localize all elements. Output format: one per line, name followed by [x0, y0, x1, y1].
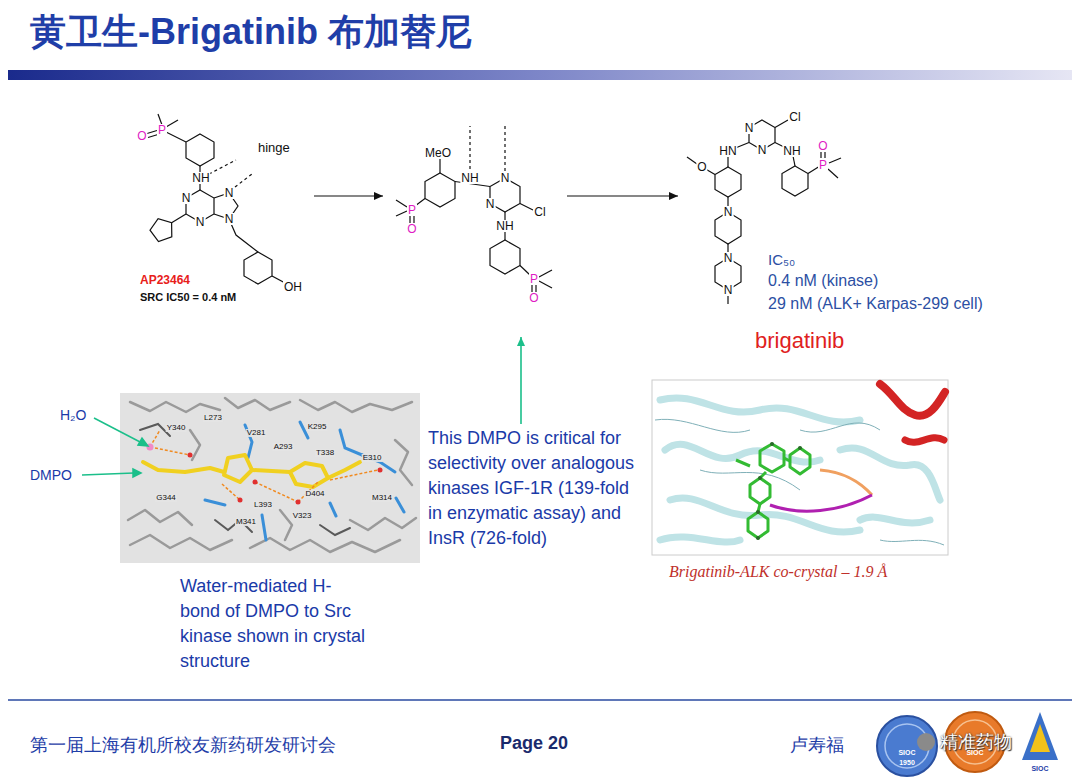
atom-label: O: [406, 223, 417, 235]
arrow-head: [669, 192, 678, 200]
label-text: G344: [155, 494, 177, 502]
label-text: D404: [304, 490, 325, 498]
atom-label: O: [696, 161, 707, 173]
label-text: SIOC: [966, 749, 983, 756]
atom-label: Cl: [788, 111, 801, 123]
logos: [877, 712, 1058, 776]
atom-label: Cl: [533, 206, 546, 218]
atom-label: MeO: [424, 147, 452, 159]
molecule-node: MeONHNNClNHPOPO: [385, 140, 565, 335]
atom-label: P: [157, 124, 167, 136]
label-text: M341: [235, 518, 257, 526]
caption-text: AP23464: [140, 273, 190, 287]
label-text: Y340: [166, 424, 187, 432]
label-text: T338: [315, 449, 335, 457]
label-text: SIOC: [1031, 765, 1048, 772]
atom-label: N: [723, 284, 734, 296]
atom-label: N: [757, 144, 768, 156]
arrow-head: [374, 192, 383, 200]
atom-label: O: [528, 292, 539, 304]
molecule-node: NClHNNNHOPONNNIC₅₀0.4 nM (kinase)29 nM (…: [680, 105, 1045, 360]
atom-label: N: [500, 172, 511, 184]
label-text: M314: [371, 494, 393, 502]
atom-label: N: [181, 192, 192, 204]
label-text: SIOC: [898, 749, 915, 756]
header-bar: [8, 70, 1072, 80]
atom-label: NH: [460, 172, 479, 184]
atom-label: N: [195, 216, 206, 228]
label-text: V281: [246, 429, 267, 437]
label-text: L273: [203, 414, 223, 422]
connector-line: [520, 337, 522, 424]
caption-text: SRC IC50 = 0.4 nM: [140, 291, 236, 303]
connector: [517, 337, 525, 424]
atom-label: P: [818, 159, 828, 171]
label-text: 1950: [899, 759, 915, 766]
atom-label: N: [744, 122, 755, 134]
label-text: Water-mediated H-bond of DMPO to Src kin…: [180, 574, 370, 674]
label-text: hinge: [258, 140, 290, 155]
label-text: 第一届上海有机所校友新药研发研讨会: [30, 733, 336, 757]
alk-crystal-image: [652, 380, 948, 555]
atom-label: P: [529, 273, 539, 285]
label-text: H₂O: [60, 407, 86, 423]
footer-rule: [8, 699, 1072, 701]
atom-label: NH: [782, 145, 801, 157]
src-crystal-image: [120, 393, 420, 563]
connector: [314, 192, 383, 200]
atom-label: N: [224, 213, 235, 225]
label-text: L393: [253, 501, 273, 509]
atom-label: NH: [495, 220, 514, 232]
atom-label: HN: [718, 145, 737, 157]
label-text: Page 20: [500, 733, 568, 754]
molecule-node: OPNHNNNNOHAP23464SRC IC50 = 0.4 nM: [130, 105, 312, 310]
label-text: E310: [362, 454, 383, 462]
arrow-head: [517, 337, 525, 346]
callout-arrows: [82, 418, 148, 477]
label-text: Brigatinib-ALK co-crystal – 1.9 Å: [669, 563, 887, 581]
atom-label: P: [407, 204, 417, 216]
label-text: DMPO: [30, 467, 72, 483]
atom-label: N: [723, 252, 734, 264]
label-text: 卢寿福: [790, 733, 844, 757]
atom-label: N: [224, 187, 235, 199]
molecule-intermediate: [396, 126, 552, 292]
slide-title: 黄卫生-Brigatinib 布加替尼: [30, 8, 472, 57]
connector-line: [314, 195, 383, 196]
atom-label: N: [485, 198, 496, 210]
caption-text: IC₅₀: [768, 251, 795, 268]
note-text: This DMPO is critical for selectivity ov…: [428, 426, 643, 551]
text-node: This DMPO is critical for selectivity ov…: [428, 426, 643, 553]
connector: [567, 192, 678, 200]
atom-label: NH: [191, 172, 210, 184]
connector-line: [567, 195, 678, 196]
caption-text: 0.4 nM (kinase): [768, 272, 878, 290]
label-text: V323: [292, 512, 313, 520]
caption-text: 29 nM (ALK+ Karpas-299 cell): [768, 295, 983, 313]
atom-label: O: [817, 140, 828, 152]
label-text: K295: [307, 423, 328, 431]
atom-label: O: [136, 130, 147, 142]
atom-label: N: [723, 206, 734, 218]
caption-text: brigatinib: [755, 328, 844, 354]
atom-label: OH: [283, 281, 303, 293]
molecule-ap23464: [147, 114, 287, 284]
label-text: A293: [273, 443, 294, 451]
